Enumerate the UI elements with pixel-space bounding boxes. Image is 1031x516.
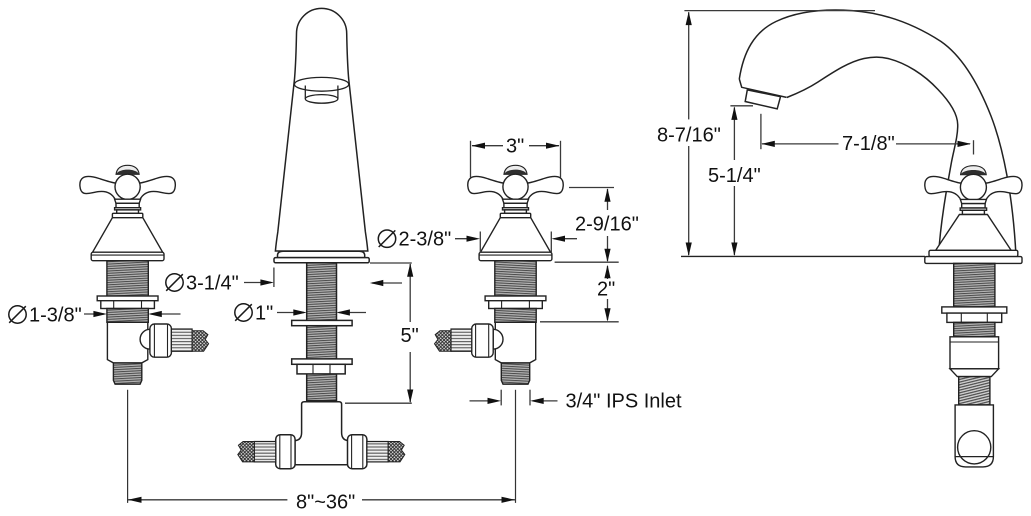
svg-text:5": 5" xyxy=(401,325,419,347)
svg-text:3-1/4": 3-1/4" xyxy=(186,273,239,295)
svg-text:1": 1" xyxy=(255,303,273,325)
svg-text:2-3/8": 2-3/8" xyxy=(399,229,452,251)
svg-text:8"~36": 8"~36" xyxy=(296,492,355,514)
svg-text:5-1/4": 5-1/4" xyxy=(708,165,761,187)
svg-text:7-1/8": 7-1/8" xyxy=(842,133,895,155)
svg-text:8-7/16": 8-7/16" xyxy=(657,125,721,147)
svg-text:3": 3" xyxy=(506,136,524,158)
svg-text:3/4" IPS Inlet: 3/4" IPS Inlet xyxy=(566,391,682,413)
svg-text:2-9/16": 2-9/16" xyxy=(575,214,639,236)
svg-text:2": 2" xyxy=(597,279,615,301)
svg-text:1-3/8": 1-3/8" xyxy=(29,305,82,327)
